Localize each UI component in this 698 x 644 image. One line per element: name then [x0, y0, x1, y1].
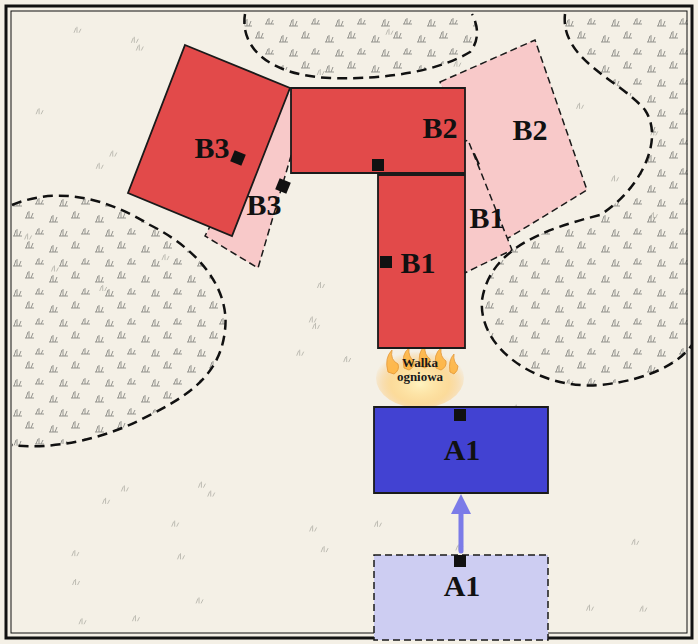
unit-marker — [454, 409, 466, 421]
unit-shape — [374, 407, 548, 493]
unit-block: A1 — [374, 407, 548, 493]
unit-marker — [380, 256, 392, 268]
unit-label: B1 — [469, 203, 504, 233]
fire-label: Walka ogniowa — [383, 356, 457, 385]
unit-block: A1 — [374, 555, 548, 640]
unit-label: B1 — [400, 248, 435, 278]
unit-block: B1 — [378, 175, 465, 348]
unit-label: B2 — [422, 113, 457, 143]
forest — [12, 14, 692, 446]
map-frame — [6, 6, 692, 638]
move-arrow — [459, 502, 464, 551]
unit-block: B2 — [291, 88, 465, 173]
unit-shape — [378, 175, 465, 348]
unit-label: A1 — [444, 571, 481, 601]
unit-label: B3 — [194, 133, 229, 163]
unit-block: B3 — [128, 45, 290, 236]
unit-label: A1 — [444, 435, 481, 465]
fire-icon — [376, 346, 464, 408]
unit-marker — [372, 159, 384, 171]
unit-label: B3 — [246, 190, 281, 220]
unit-shape — [291, 88, 465, 173]
unit-shape — [128, 45, 290, 236]
unit-marker — [454, 555, 466, 567]
map-frame-inner — [11, 11, 687, 633]
unit-marker — [230, 150, 246, 166]
unit-label: B2 — [512, 115, 547, 145]
unit-shape — [374, 555, 548, 640]
